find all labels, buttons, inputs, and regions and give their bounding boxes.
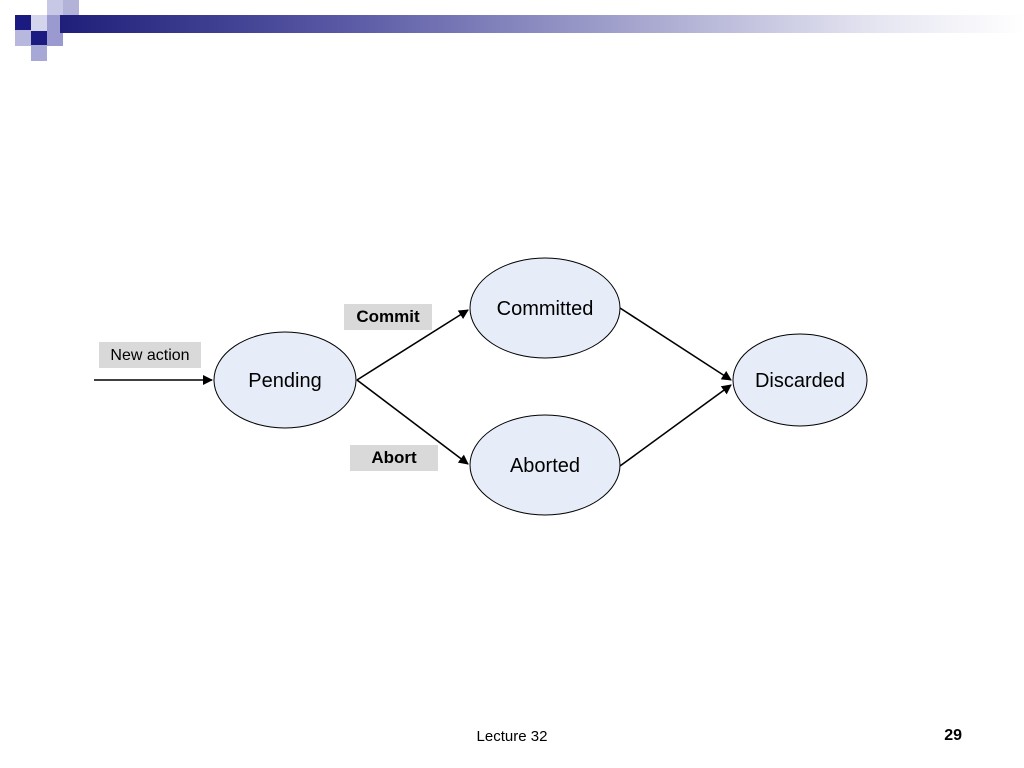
header-gradient-bar xyxy=(60,15,1024,33)
committed-node-label: Committed xyxy=(497,298,594,320)
pending-node xyxy=(213,331,357,429)
deco-square xyxy=(47,0,63,16)
aborted-node xyxy=(469,414,621,516)
commit-label: Commit xyxy=(356,307,420,326)
deco-square xyxy=(15,15,31,31)
pending-node-label: Pending xyxy=(248,370,321,392)
new-action-label-box xyxy=(99,342,201,368)
abort-label: Abort xyxy=(371,448,417,467)
aborted-node-label: Aborted xyxy=(510,455,580,477)
commit-label-box xyxy=(344,304,432,330)
discarded-node xyxy=(732,333,868,427)
deco-square xyxy=(47,30,63,46)
deco-square xyxy=(31,45,47,61)
edge-pending-to-aborted xyxy=(356,379,469,465)
edge-aborted-to-discarded xyxy=(619,384,732,467)
new-action-label: New action xyxy=(110,347,189,364)
footer-lecture-title: Lecture 32 xyxy=(476,728,548,745)
edge-committed-to-discarded xyxy=(619,307,732,381)
footer-page-number: 29 xyxy=(944,727,962,744)
discarded-node-label: Discarded xyxy=(755,370,845,392)
committed-node xyxy=(469,257,621,359)
deco-square xyxy=(47,15,63,31)
edge-pending-to-committed xyxy=(356,309,469,381)
deco-square xyxy=(31,30,47,46)
abort-label-box xyxy=(350,445,438,471)
deco-square xyxy=(15,30,31,46)
deco-square xyxy=(63,0,79,16)
deco-square xyxy=(31,15,47,31)
